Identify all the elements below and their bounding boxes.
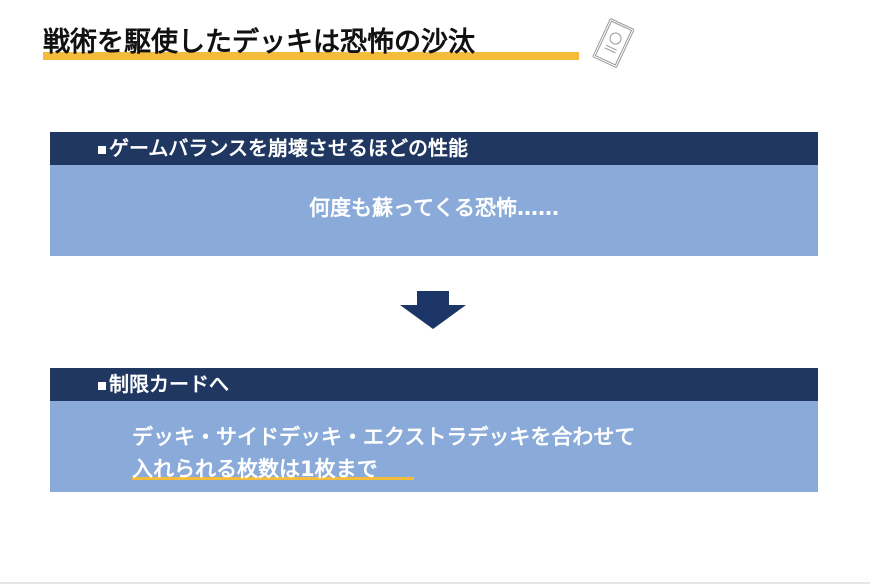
performance-box: ゲームバランスを崩壊させるほどの性能 何度も蘇ってくる恐怖…… (50, 132, 818, 256)
performance-box-header: ゲームバランスを崩壊させるほどの性能 (50, 132, 818, 165)
performance-box-body: 何度も蘇ってくる恐怖…… (50, 165, 818, 256)
title-highlight (43, 52, 579, 60)
title-block: 戦術を駆使したデッキは恐怖の沙汰 (43, 26, 579, 60)
arrow-down-icon (400, 291, 466, 329)
restricted-box-line-2: 入れられる枚数は1枚まで (132, 457, 378, 481)
performance-box-title: ゲームバランスを崩壊させるほどの性能 (109, 136, 468, 160)
restricted-box-header: 制限カードへ (50, 368, 818, 401)
restricted-box-title: 制限カードへ (109, 372, 229, 396)
card-icon (592, 18, 635, 68)
restricted-box-line-1: デッキ・サイドデッキ・エクストラデッキを合わせて (132, 425, 636, 449)
square-bullet-icon (98, 146, 106, 154)
restricted-box-body: デッキ・サイドデッキ・エクストラデッキを合わせて 入れられる枚数は1枚まで (50, 401, 818, 492)
line-2-highlight (132, 477, 414, 480)
restricted-box: 制限カードへ デッキ・サイドデッキ・エクストラデッキを合わせて 入れられる枚数は… (50, 368, 818, 492)
square-bullet-icon (98, 382, 106, 390)
slide-title: 戦術を駆使したデッキは恐怖の沙汰 (43, 27, 475, 58)
performance-box-text: 何度も蘇ってくる恐怖…… (309, 196, 559, 220)
